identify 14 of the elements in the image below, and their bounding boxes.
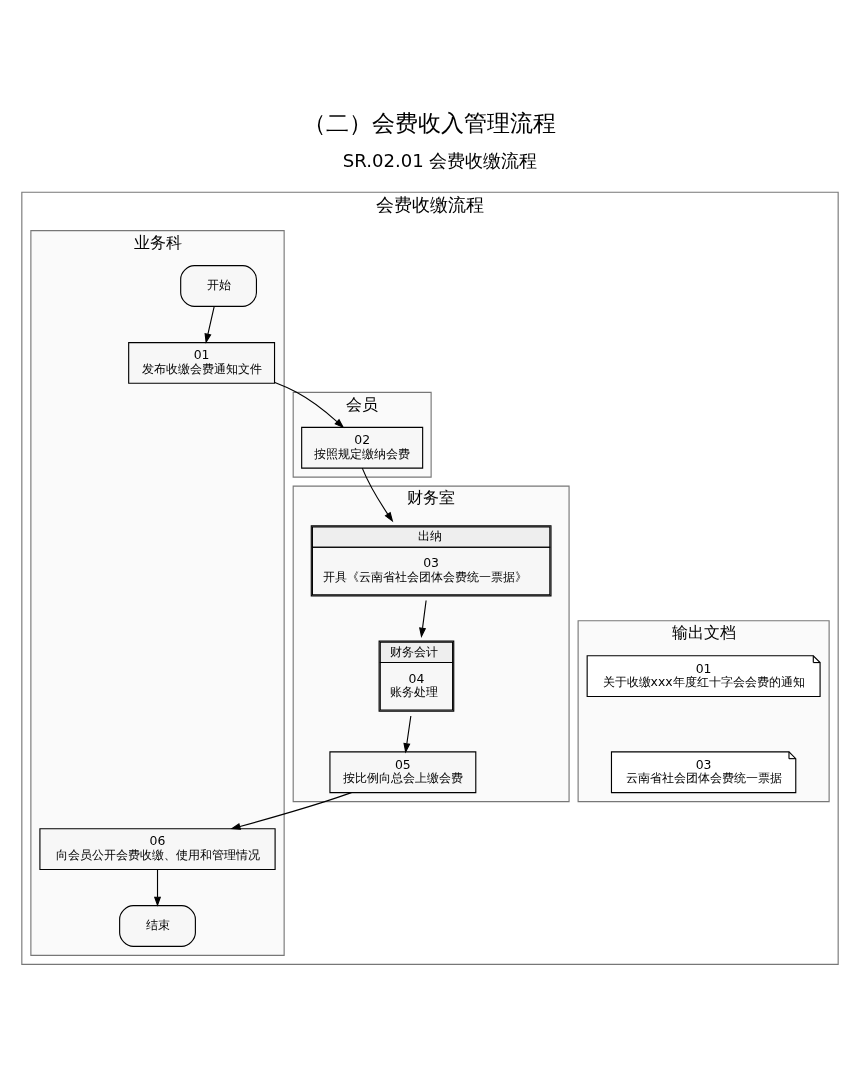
arrow bbox=[419, 599, 427, 638]
arrow bbox=[230, 791, 352, 830]
node-box: 结束 bbox=[119, 904, 196, 947]
diagram-title: （二）会费收入管理流程 bbox=[303, 109, 557, 136]
node-box: 开始 bbox=[180, 264, 257, 307]
node-box: 01 发布收缴会费通知文件 bbox=[128, 341, 276, 384]
label: SR.02.01 会费收缴流程 bbox=[342, 149, 538, 171]
node-box: 02 按照规定缴纳会费 bbox=[301, 426, 424, 469]
arrow bbox=[204, 305, 215, 344]
arrow bbox=[274, 381, 345, 428]
node-box: 06 向会员公开会费收缴、使用和管理情况 bbox=[39, 827, 276, 870]
arrow bbox=[403, 714, 412, 753]
node-box: 05 按比例向总会上缴会费 bbox=[329, 750, 477, 793]
arrow bbox=[153, 868, 162, 907]
